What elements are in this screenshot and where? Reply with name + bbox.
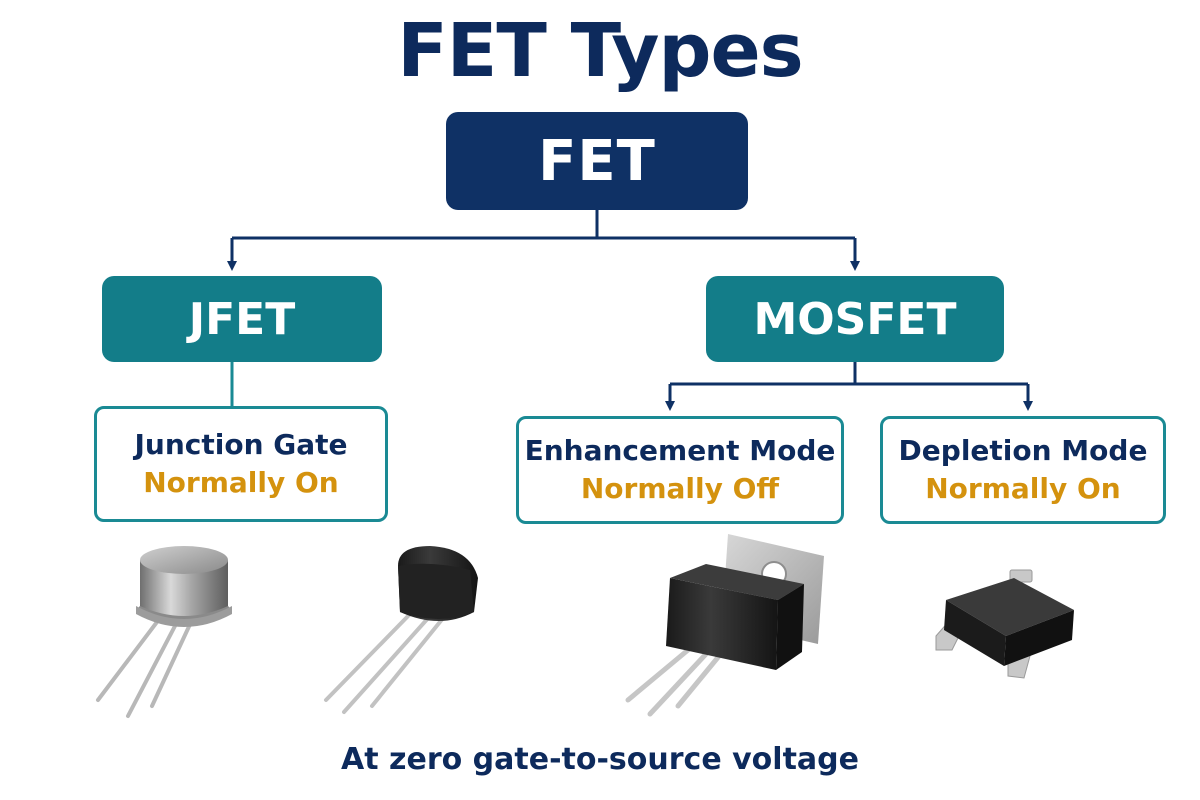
to92-package-icon <box>324 546 478 714</box>
junction-gate-box: Junction Gate Normally On <box>94 406 388 522</box>
junction-gate-label: Junction Gate <box>134 428 348 462</box>
page-title: FET Types <box>397 8 803 94</box>
smd-package-icon <box>935 569 1074 679</box>
jfet-box: JFET <box>102 276 382 362</box>
junction-gate-mode: Normally On <box>143 466 339 499</box>
mosfet-box: MOSFET <box>706 276 1004 362</box>
enhancement-mode-state: Normally Off <box>580 472 780 505</box>
fet-box: FET <box>446 112 748 210</box>
to220-package-icon <box>625 534 824 717</box>
depletion-mode-label: Depletion Mode <box>898 434 1148 468</box>
metal-can-package-icon <box>96 546 232 718</box>
depletion-mode-box: Depletion Mode Normally On <box>880 416 1166 524</box>
enhancement-mode-label: Enhancement Mode <box>524 434 836 468</box>
footer-caption: At zero gate-to-source voltage <box>341 742 859 777</box>
depletion-mode-state: Normally On <box>925 472 1121 505</box>
enhancement-mode-box: Enhancement Mode Normally Off <box>516 416 844 524</box>
